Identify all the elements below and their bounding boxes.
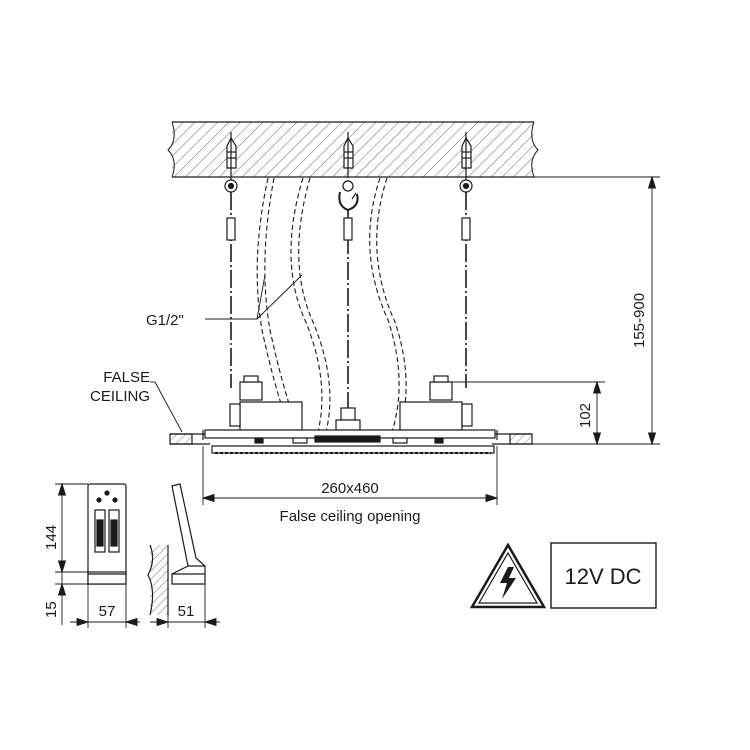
control-unit-side (147, 483, 206, 616)
shower-head-assembly (202, 375, 498, 454)
voltage-label: 12V DC (564, 564, 641, 589)
false-ceiling-leader (150, 381, 183, 433)
opening-size-value: 260x460 (321, 480, 379, 497)
voltage-box (550, 542, 657, 609)
pipe-leader (205, 274, 303, 320)
control-height-value: 144 (43, 525, 60, 550)
ceiling-anchor-center (338, 132, 359, 212)
false-ceiling-label-line1: FALSE (103, 369, 150, 386)
dimension-control-width (70, 584, 140, 628)
control-unit-front (87, 483, 127, 585)
false-ceiling (169, 433, 533, 445)
body-height-value: 102 (577, 403, 594, 428)
opening-caption: False ceiling opening (280, 508, 421, 525)
dimension-opening (201, 446, 499, 505)
dimension-control-depth (150, 584, 220, 628)
dimension-control-height (55, 482, 88, 625)
false-ceiling-label-line2: CEILING (90, 388, 150, 405)
dimension-body-height (452, 380, 605, 446)
control-width-value: 57 (99, 603, 116, 620)
height-range-value: 155-900 (631, 293, 648, 348)
suspension-cables (226, 192, 471, 408)
pipe-size-label: G1/2" (146, 312, 184, 329)
high-voltage-warning-icon (469, 542, 547, 609)
control-base-value: 15 (43, 601, 60, 618)
ceiling-anchor-left (224, 132, 238, 193)
flexible-hoses (256, 177, 407, 433)
control-depth-value: 51 (178, 603, 195, 620)
